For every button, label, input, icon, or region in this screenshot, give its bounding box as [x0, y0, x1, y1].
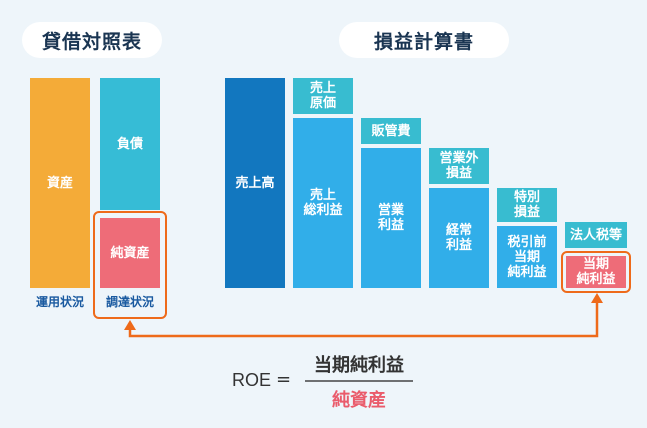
net-assets-box: 純資産	[100, 218, 160, 288]
operating-status-caption: 運用状況	[35, 295, 84, 309]
funding-status-caption: 調達状況	[105, 295, 154, 309]
net-income-highlight-frame	[561, 251, 631, 293]
sales-box: 売上高	[225, 78, 285, 288]
liabilities-box: 負債	[100, 78, 160, 210]
roe-numerator: 当期純利益	[314, 355, 404, 376]
roe-equals: =	[276, 369, 292, 390]
net-assets-highlight-frame	[93, 211, 167, 319]
operating-profit-box: 営業 利益	[361, 148, 421, 288]
pretax-profit-box: 税引前 当期 純利益	[497, 226, 557, 288]
roe-label: ROE	[232, 370, 272, 390]
arrowhead-left-icon	[124, 320, 136, 330]
extraordinary-box: 特別 損益	[497, 188, 557, 222]
sga-box: 販管費	[361, 118, 421, 144]
income-statement-title: 損益計算書	[339, 22, 509, 58]
arrowhead-right-icon	[591, 293, 603, 303]
balance-sheet-title: 貸借対照表	[22, 22, 162, 58]
link-arrow-line	[128, 297, 599, 338]
gross-profit-box: 売上 総利益	[293, 118, 353, 288]
roe-denominator: 純資産	[332, 390, 386, 411]
assets-box: 資産	[30, 78, 90, 288]
non-operating-box: 営業外 損益	[429, 148, 489, 184]
taxes-box: 法人税等	[565, 222, 627, 248]
ordinary-profit-box: 経常 利益	[429, 188, 489, 288]
cost-of-sales-box: 売上 原価	[293, 78, 353, 114]
net-income-box: 当期 純利益	[566, 256, 626, 288]
